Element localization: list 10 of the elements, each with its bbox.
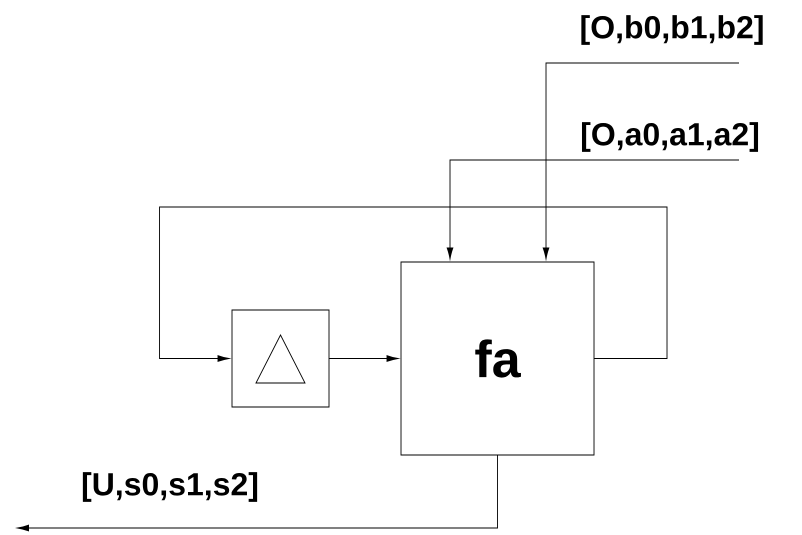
edge-label: [O,a0,a1,a2] [582,122,758,152]
arrow [159,206,668,362]
edge-label: [U,s0,s1,s2] [82,472,258,502]
arrow [329,355,398,362]
arrow [542,62,740,260]
function-box: fa [400,262,594,456]
arrow [446,160,740,260]
edge-label: [O,b0,b1,b2] [581,15,763,45]
arrow [17,455,498,532]
delay-box [232,310,330,408]
